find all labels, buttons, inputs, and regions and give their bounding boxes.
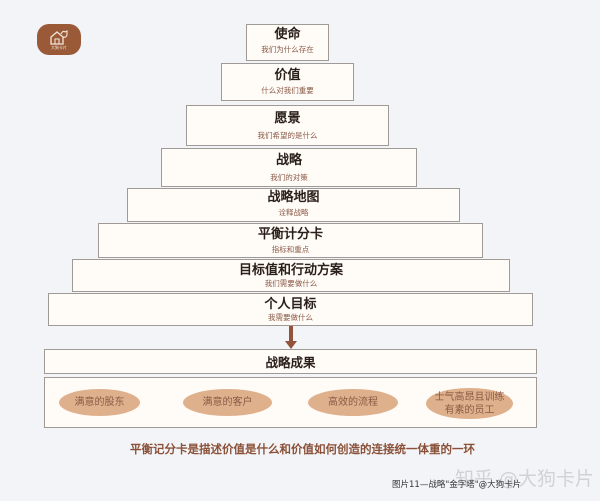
- tier-subtitle: 指标和重点: [271, 245, 310, 254]
- diagram-caption: 平衡记分卡是描述价值是什么和价值如何创造的连接统一体重的一环: [130, 442, 475, 456]
- logo-text: 大狗卡片: [51, 45, 67, 50]
- tier-subtitle: 我需要做什么: [268, 313, 313, 322]
- pyramid-tier-strategy-map: 战略地图 诠释战略: [127, 188, 460, 222]
- outcome-employees: 士气高昂且训练 有素的员工: [426, 388, 513, 419]
- tier-title: 目标值和行动方案: [238, 263, 343, 278]
- pyramid-tier-mission: 使命 我们为什么存在: [246, 24, 329, 61]
- outcome-label-line1: 士气高昂且训练: [434, 391, 505, 403]
- house-dog-icon: [50, 30, 68, 45]
- pyramid-tier-personal-goals: 个人目标 我需要做什么: [48, 293, 533, 326]
- pyramid-tier-balanced-scorecard: 平衡计分卡 指标和重点: [98, 223, 483, 258]
- tier-subtitle: 我们需要做什么: [264, 279, 318, 288]
- outcome-shareholders: 满意的股东: [59, 389, 140, 416]
- strategic-outcomes-header: 战略成果: [44, 349, 537, 374]
- brand-logo: 大狗卡片: [37, 24, 81, 55]
- tier-title: 使命: [274, 27, 301, 42]
- tier-title: 价值: [274, 68, 301, 83]
- tier-title: 平衡计分卡: [257, 227, 323, 242]
- tier-subtitle: 诠释战略: [278, 208, 309, 217]
- tier-subtitle: 我们希望的是什么: [257, 131, 318, 140]
- outcome-label: 满意的客户: [202, 397, 253, 408]
- tier-title: 愿景: [274, 111, 301, 126]
- outcome-label-line2: 有素的员工: [444, 404, 495, 416]
- tier-title: 战略地图: [267, 190, 320, 205]
- figure-label: 图片11—战略"金字塔"@大狗卡片: [392, 480, 522, 490]
- down-arrow-icon: [289, 326, 293, 343]
- arrow-head-icon: [285, 341, 297, 349]
- outcome-processes: 高效的流程: [308, 389, 398, 416]
- outcome-label: 高效的流程: [328, 397, 378, 408]
- tier-title: 个人目标: [264, 297, 317, 312]
- outcome-label: 满意的股东: [74, 397, 125, 408]
- tier-subtitle: 我们为什么存在: [261, 45, 314, 54]
- tier-subtitle: 我们的对策: [270, 173, 308, 182]
- tier-subtitle: 什么对我们重要: [261, 86, 314, 95]
- pyramid-tier-vision: 愿景 我们希望的是什么: [186, 105, 389, 146]
- watermark: 知乎 @大狗卡片: [455, 468, 595, 490]
- pyramid-tier-strategy: 战略 我们的对策: [161, 148, 417, 187]
- tier-title: 战略: [275, 153, 302, 168]
- outcome-customers: 满意的客户: [183, 389, 272, 416]
- pyramid-tier-targets-actions: 目标值和行动方案 我们需要做什么: [72, 259, 510, 292]
- pyramid-tier-values: 价值 什么对我们重要: [221, 63, 354, 101]
- result-title: 战略成果: [265, 355, 316, 370]
